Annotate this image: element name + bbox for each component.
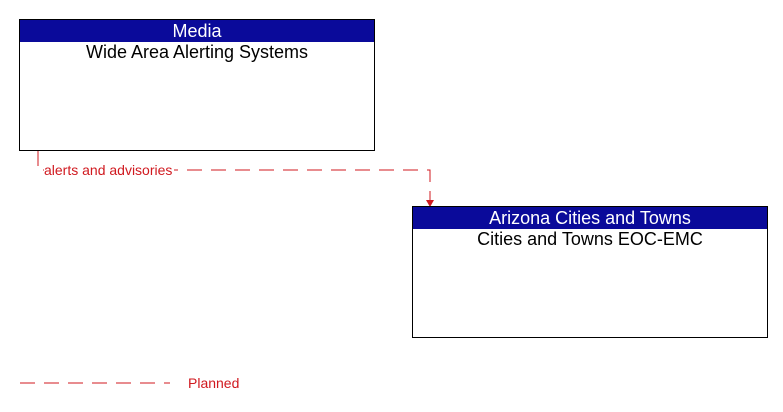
node-title: Wide Area Alerting Systems [85, 42, 309, 62]
node-title: Cities and Towns EOC-EMC [477, 229, 703, 249]
node-header: Arizona Cities and Towns [413, 207, 767, 229]
node-arizona-cities-and-towns[interactable]: Arizona Cities and Towns Cities and Town… [412, 206, 768, 338]
node-header: Media [20, 20, 374, 42]
flow-label: alerts and advisories [44, 162, 175, 178]
node-media[interactable]: Media Wide Area Alerting Systems [19, 19, 375, 151]
legend-label-planned: Planned [188, 375, 240, 391]
flow-line [37, 151, 431, 201]
flow-arrowhead [426, 200, 434, 207]
flow-alerts-and-advisories[interactable] [37, 151, 434, 207]
